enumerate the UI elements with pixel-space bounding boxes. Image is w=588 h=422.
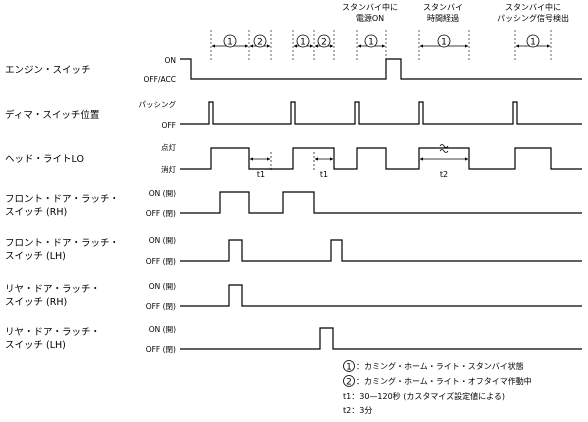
signal-name-rear-door-lh-1: リヤ・ドア・ラッチ・ bbox=[5, 327, 100, 338]
signal-name-front-door-lh-2: スイッチ (LH) bbox=[5, 251, 66, 262]
legend: 1 ：カミング・ホーム・ライト・スタンバイ状態 2 ：カミング・ホーム・ライト・… bbox=[343, 360, 532, 415]
level-dimmer-off: OFF bbox=[161, 121, 176, 130]
legend-item-t1: t1：30—120秒 (カスタマイズ設定値による) bbox=[343, 391, 505, 401]
level-headlight-off: 消灯 bbox=[161, 164, 176, 174]
time-label-t1-first: t1 bbox=[257, 170, 265, 179]
svg-text:：カミング・ホーム・ライト・オフタイマ作動中: ：カミング・ホーム・ライト・オフタイマ作動中 bbox=[356, 376, 532, 386]
header-standby-timeout-2: 時間経過 bbox=[427, 13, 459, 23]
header-standby-passing-1: スタンバイ中に bbox=[505, 2, 561, 12]
signal-name-rear-door-rh-2: スイッチ (RH) bbox=[5, 297, 67, 308]
interval-marker-1e: 1 bbox=[526, 34, 540, 48]
svg-text:2: 2 bbox=[321, 38, 327, 48]
signal-name-front-door-rh-1: フロント・ドア・ラッチ・ bbox=[5, 194, 119, 205]
svg-text:1: 1 bbox=[441, 38, 447, 48]
waveform-engine-switch bbox=[180, 58, 582, 80]
legend-item-t2: t2：3分 bbox=[343, 406, 372, 415]
svg-text:1: 1 bbox=[368, 38, 374, 48]
level-rear-rh-on: ON (開) bbox=[149, 282, 176, 291]
svg-text:1: 1 bbox=[300, 38, 306, 48]
waveform-headlight-lo bbox=[180, 147, 582, 170]
interval-marker-2a: 2 bbox=[253, 34, 267, 48]
waveform-rear-door-lh bbox=[180, 327, 582, 350]
level-front-rh-on: ON (開) bbox=[149, 189, 176, 198]
legend-item-standby: 1 ：カミング・ホーム・ライト・スタンバイ状態 bbox=[343, 360, 524, 373]
waveform-front-door-lh bbox=[180, 239, 582, 262]
signal-name-rear-door-lh-2: スイッチ (LH) bbox=[5, 340, 66, 351]
svg-text:2: 2 bbox=[257, 38, 263, 48]
level-rear-lh-off: OFF (閉) bbox=[146, 345, 176, 354]
level-front-rh-off: OFF (閉) bbox=[146, 209, 176, 218]
level-labels: ON OFF/ACC パッシング OFF 点灯 消灯 ON (開) OFF (閉… bbox=[139, 56, 177, 354]
time-label-t2: t2 bbox=[440, 170, 448, 179]
level-rear-lh-on: ON (開) bbox=[149, 325, 176, 334]
header-standby-timeout-1: スタンバイ bbox=[423, 3, 463, 12]
level-headlight-on: 点灯 bbox=[161, 142, 176, 152]
level-front-lh-on: ON (開) bbox=[149, 236, 176, 245]
signal-names: エンジン・スイッチ ディマ・スイッチ位置 ヘッド・ライトLO フロント・ドア・ラ… bbox=[5, 65, 119, 351]
level-rear-rh-off: OFF (閉) bbox=[146, 302, 176, 311]
interval-marker-2b: 2 bbox=[317, 34, 331, 48]
guide-lines bbox=[210, 30, 552, 60]
signal-name-front-door-rh-2: スイッチ (RH) bbox=[5, 207, 67, 218]
interval-markers: 1 2 1 2 1 1 1 bbox=[223, 34, 540, 48]
signal-name-dimmer-switch: ディマ・スイッチ位置 bbox=[5, 109, 99, 121]
waveform-dimmer-switch bbox=[180, 101, 582, 125]
waveforms bbox=[180, 58, 582, 350]
signal-name-rear-door-rh-1: リヤ・ドア・ラッチ・ bbox=[5, 284, 100, 295]
signal-name-headlight-lo: ヘッド・ライトLO bbox=[5, 154, 84, 165]
interval-marker-1a: 1 bbox=[223, 34, 237, 48]
waveform-rear-door-rh bbox=[180, 284, 582, 307]
svg-text:1: 1 bbox=[530, 38, 536, 48]
interval-marker-1b: 1 bbox=[296, 34, 310, 48]
waveform-front-door-rh bbox=[180, 191, 582, 214]
legend-item-off-timer: 2 ：カミング・ホーム・ライト・オフタイマ作動中 bbox=[343, 375, 532, 388]
svg-text:1: 1 bbox=[227, 38, 233, 48]
interval-marker-1c: 1 bbox=[364, 34, 378, 48]
header-standby-power-on-1: スタンバイ中に bbox=[342, 2, 398, 12]
signal-name-engine-switch: エンジン・スイッチ bbox=[5, 65, 91, 76]
svg-text:2: 2 bbox=[346, 378, 352, 388]
signal-name-front-door-lh-1: フロント・ドア・ラッチ・ bbox=[5, 238, 119, 249]
level-engine-off: OFF/ACC bbox=[143, 75, 176, 84]
svg-text:：カミング・ホーム・ライト・スタンバイ状態: ：カミング・ホーム・ライト・スタンバイ状態 bbox=[356, 361, 524, 371]
level-front-lh-off: OFF (閉) bbox=[146, 257, 176, 266]
interval-marker-1d: 1 bbox=[437, 34, 451, 48]
level-engine-on: ON bbox=[164, 56, 176, 65]
level-dimmer-passing: パッシング bbox=[139, 99, 177, 109]
svg-text:1: 1 bbox=[346, 363, 352, 373]
header-standby-passing-2: パッシング信号検出 bbox=[497, 13, 569, 23]
header-standby-power-on-2: 電源ON bbox=[356, 14, 384, 23]
timing-annotations bbox=[249, 144, 469, 170]
time-label-t1-second: t1 bbox=[320, 170, 328, 179]
